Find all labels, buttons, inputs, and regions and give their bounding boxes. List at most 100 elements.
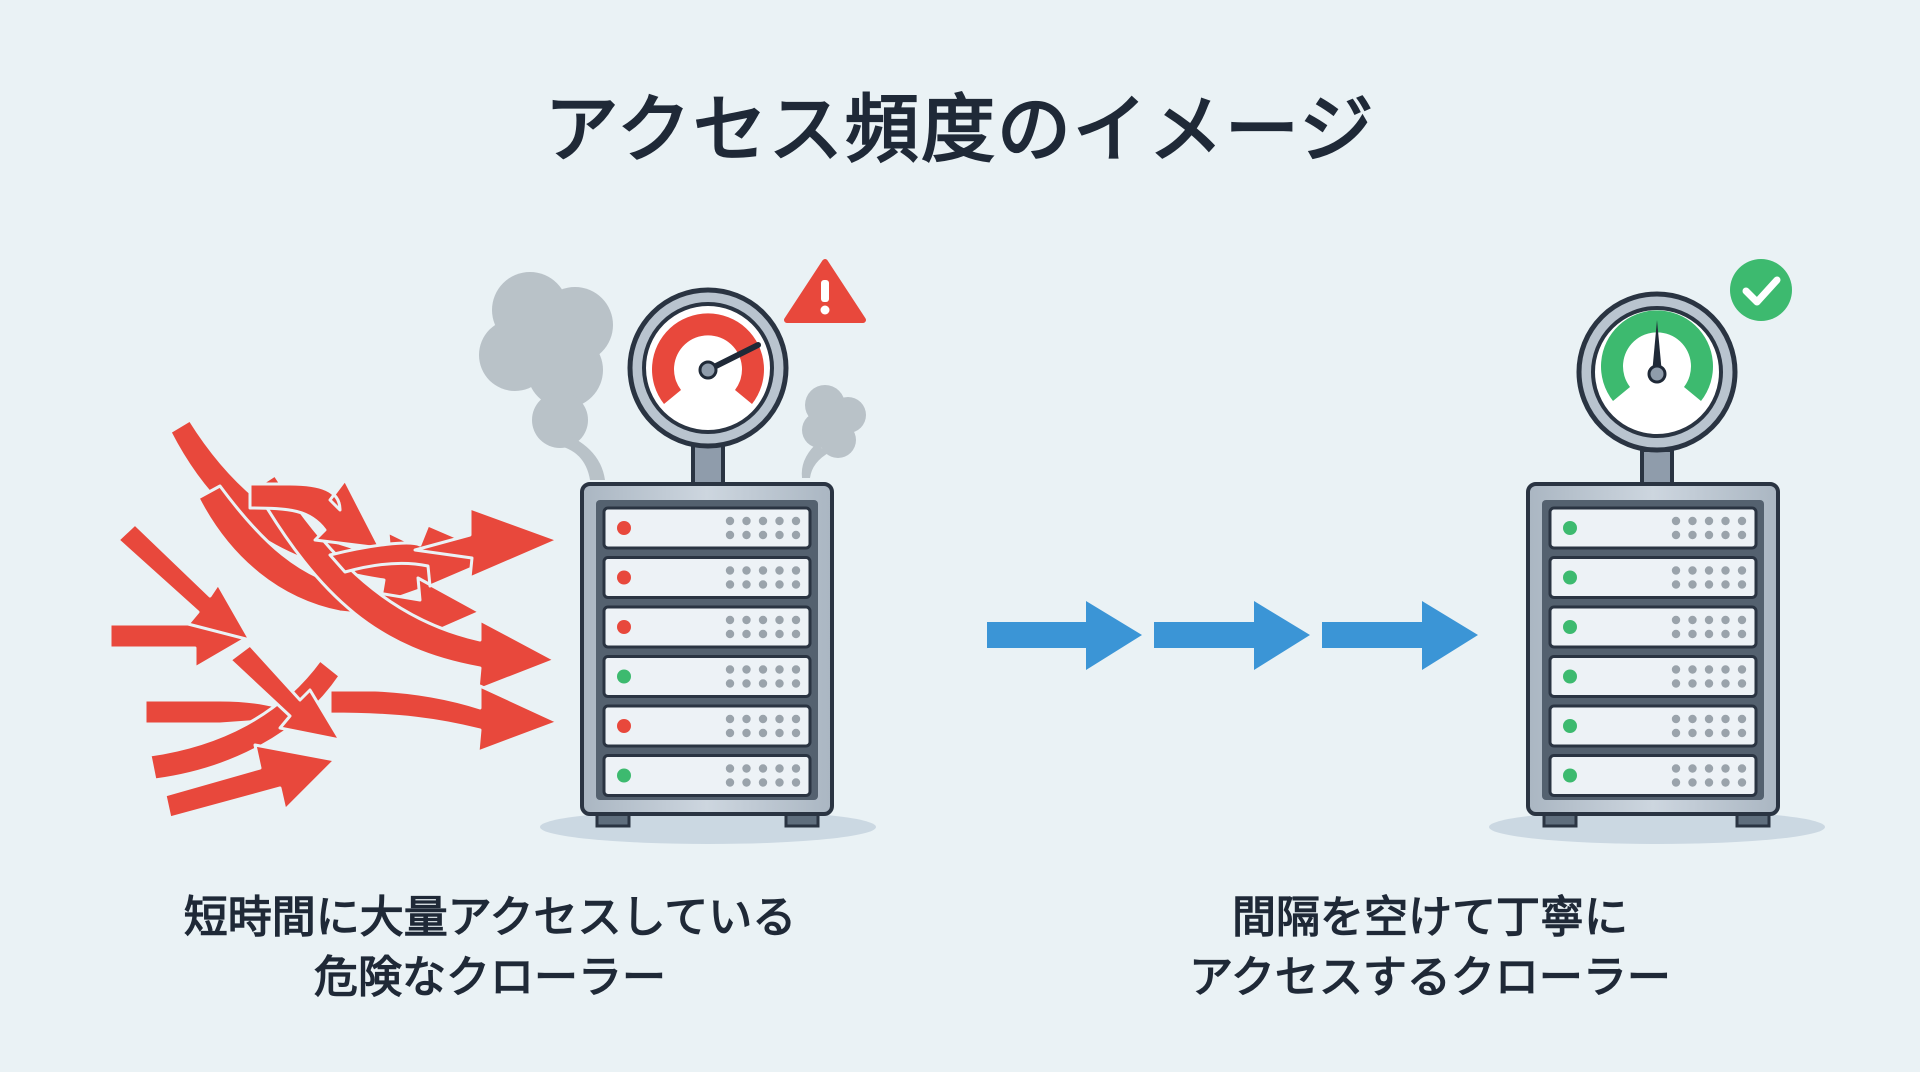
vent-dot [742,778,751,787]
left-panel [108,259,876,844]
blue-arrow [1154,601,1310,670]
server-unit [602,506,812,550]
vent-dot [1721,629,1730,639]
vent-dot [791,566,801,575]
vent-dot [1688,764,1697,773]
vent-dot [1704,629,1714,639]
red-arrow [116,522,252,642]
server-unit [602,655,812,698]
blue-arrow [1322,601,1478,670]
vent-dot [1737,665,1747,674]
smoke-cloud-large [479,272,613,480]
vent-dot [775,530,784,540]
vent-dot [775,566,784,575]
vent-dot [742,714,751,724]
check-circle-icon [1730,259,1792,321]
vent-dot [758,530,768,540]
vent-dot [758,714,768,724]
red-arrow [148,658,342,782]
caption-line: 危険なクローラー [314,952,666,1003]
right-panel [987,259,1825,844]
vent-dot [775,714,784,724]
vent-dot [742,764,751,773]
vent-dot [1688,714,1697,724]
status-led-green [1563,570,1577,585]
vent-dot [725,566,735,575]
vent-dot [1721,679,1730,688]
vent-dot [725,665,735,674]
blue-arrow [987,601,1142,670]
vent-dot [1737,679,1747,688]
vent-dot [1721,728,1730,738]
vent-dot [742,530,751,540]
vent-dot [791,778,801,787]
vent-dot [775,615,784,625]
caption-line: 間隔を空けて丁寧に [1232,892,1628,943]
vent-dot [742,665,751,674]
red-arrow [413,506,560,580]
vent-dot [1688,665,1697,674]
vent-dot [758,728,768,738]
vent-dot [725,679,735,688]
vent-dot [1688,580,1697,589]
status-led-red [617,719,631,733]
server-unit [1548,754,1758,797]
vent-dot [1737,764,1747,773]
vent-dot [758,629,768,639]
server-unit [1548,506,1758,550]
vent-dot [1688,679,1697,688]
vent-dot [1688,778,1697,787]
vent-dot [791,728,801,738]
vent-dot [758,615,768,625]
vent-dot [1688,530,1697,540]
red-arrow [328,684,560,754]
vent-dot [791,530,801,540]
vent-dot [758,679,768,688]
vent-dot [1704,580,1714,589]
vent-dot [725,516,735,526]
server-unit [1548,704,1758,748]
vent-dot [1671,764,1681,773]
vent-dot [1688,629,1697,639]
vent-dot [742,629,751,639]
vent-dot [791,679,801,688]
server-unit [1548,605,1758,649]
vent-dot [791,580,801,589]
vent-dot [1704,714,1714,724]
vent-dot [1671,629,1681,639]
vent-dot [775,629,784,639]
vent-dot [1688,728,1697,738]
vent-dot [1671,714,1681,724]
vent-dot [1721,778,1730,787]
vent-dot [1737,566,1747,575]
vent-dot [775,778,784,787]
vent-dot [1671,580,1681,589]
vent-dot [775,665,784,674]
vent-dot [1704,665,1714,674]
red-arrow [253,473,557,692]
vent-dot [1737,516,1747,526]
vent-dot [725,778,735,787]
vent-dot [725,580,735,589]
server-rack-danger [540,482,876,844]
vent-dot [758,580,768,589]
vent-dot [1704,778,1714,787]
red-arrow [196,484,482,642]
vent-dot [1671,530,1681,540]
caption-dangerous-crawler: 短時間に大量アクセスしている 危険なクローラー [100,888,880,1008]
vent-dot [758,566,768,575]
vent-dot [1704,615,1714,625]
vent-dot [1721,665,1730,674]
vent-dot [1704,566,1714,575]
vent-dot [1671,516,1681,526]
vent-dot [1737,728,1747,738]
status-led-red [617,620,631,634]
server-unit [1548,655,1758,698]
vent-dot [742,728,751,738]
vent-dot [1721,714,1730,724]
vent-dot [1737,615,1747,625]
vent-dot [775,764,784,773]
vent-dot [791,516,801,526]
vent-dot [1688,615,1697,625]
server-unit [602,556,812,599]
